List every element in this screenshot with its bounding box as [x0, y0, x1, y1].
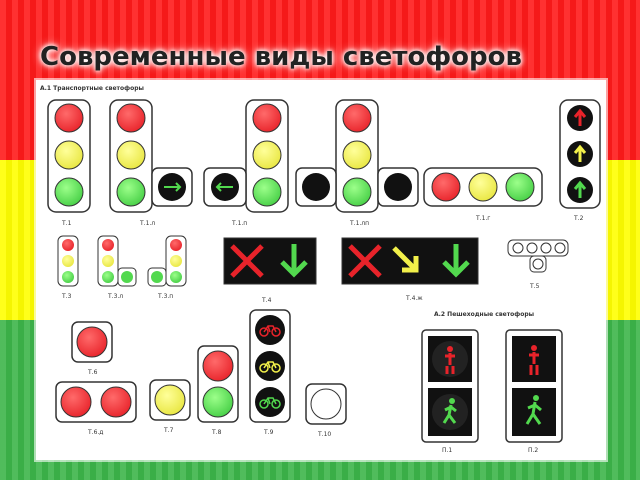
- light-t9: Т.9: [249, 309, 291, 436]
- label-t9: Т.9: [263, 429, 274, 436]
- light-p2: П.2: [505, 329, 563, 454]
- light-t6d: Т.6.д: [55, 381, 137, 436]
- label-t7: Т.7: [163, 427, 174, 434]
- label-t1lp: Т.1.лп: [349, 220, 369, 227]
- light-t1l: Т.1.л: [109, 99, 193, 227]
- section-transport: А.1 Транспортные светофоры: [40, 85, 144, 92]
- label-t1: Т.1: [61, 220, 72, 227]
- label-t6d: Т.6.д: [87, 429, 103, 436]
- label-t8: Т.8: [211, 429, 222, 436]
- light-t1lp: Т.1.лп: [295, 99, 419, 227]
- light-t3l: Т.3.л: [97, 235, 137, 300]
- label-t10: Т.10: [317, 431, 331, 438]
- label-t1g: Т.1.г: [475, 215, 490, 222]
- label-t4: Т.4: [261, 297, 272, 304]
- traffic-lights-panel: А.1 Транспортные светофоры Т.1 Т.1.л Т.1…: [36, 80, 606, 460]
- traffic-lights-illustration: А.1 Транспортные светофоры Т.1 Т.1.л Т.1…: [40, 85, 601, 454]
- light-t5: Т.5: [507, 239, 569, 290]
- section-pedestrian: А.2 Пешеходные светофоры: [434, 311, 534, 318]
- light-t1p: Т.1.п: [203, 99, 289, 227]
- label-t3l: Т.3.л: [107, 293, 123, 300]
- page-title: Современные виды светофоров: [40, 42, 522, 72]
- label-t2: Т.2: [573, 215, 584, 222]
- label-p1: П.1: [442, 447, 452, 454]
- light-t1g: Т.1.г: [423, 167, 543, 222]
- light-t6: Т.6: [71, 321, 113, 376]
- light-p1: П.1: [421, 329, 479, 454]
- light-t1: Т.1: [47, 99, 91, 227]
- label-t1l: Т.1.л: [139, 220, 155, 227]
- light-t10: Т.10: [305, 383, 347, 438]
- light-t4: Т.4: [223, 237, 317, 304]
- label-p2: П.2: [528, 447, 538, 454]
- light-t3p: Т.3.п: [147, 235, 187, 300]
- light-t8: Т.8: [197, 345, 239, 436]
- label-t6: Т.6: [87, 369, 98, 376]
- light-t3: Т.3: [57, 235, 79, 300]
- label-t3p: Т.3.п: [157, 293, 173, 300]
- label-t3: Т.3: [61, 293, 72, 300]
- label-t4zh: Т.4.ж: [405, 295, 423, 302]
- light-t7: Т.7: [149, 379, 191, 434]
- light-t2: Т.2: [559, 99, 601, 222]
- label-t5: Т.5: [529, 283, 540, 290]
- label-t1p: Т.1.п: [231, 220, 247, 227]
- light-t4zh: Т.4.ж: [341, 237, 479, 302]
